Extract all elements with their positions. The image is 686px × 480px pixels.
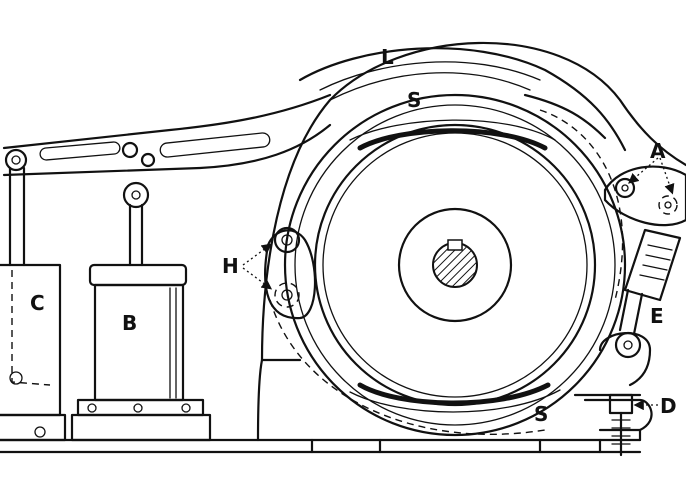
label-S-top: S <box>407 88 421 112</box>
label-S-bottom: S <box>534 402 548 426</box>
label-E: E <box>650 304 664 328</box>
label-L: L <box>381 45 394 69</box>
spring-E <box>598 228 682 387</box>
cylinder-B <box>70 181 212 442</box>
leader-lines <box>242 157 675 411</box>
brake-drum <box>283 93 627 437</box>
label-B: B <box>122 311 137 335</box>
label-H: H <box>222 254 239 278</box>
brake-shoes-S <box>269 109 624 436</box>
cylinder-C <box>0 166 67 442</box>
label-C: C <box>30 291 45 315</box>
lever-arm <box>2 93 332 177</box>
pivot-A <box>603 165 686 227</box>
bolt-D <box>583 393 653 457</box>
label-A: A <box>650 139 666 163</box>
label-D: D <box>660 394 677 418</box>
pivot-H <box>264 226 317 320</box>
